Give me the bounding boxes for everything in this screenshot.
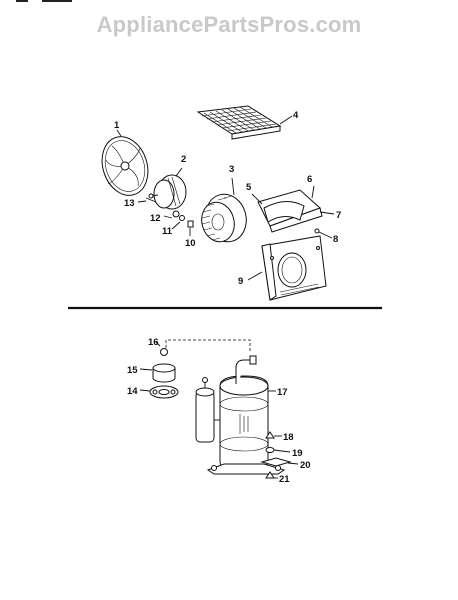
part-1-fan-blade — [101, 129, 149, 196]
part-2-fan-motor — [149, 167, 187, 210]
callout-16: 16 — [148, 337, 159, 348]
callout-labels: 1 2 3 4 5 6 7 8 9 10 11 12 13 16 15 14 1… — [114, 110, 341, 485]
compressor-base — [206, 463, 286, 475]
site-watermark: AppliancePartsPros.com — [96, 12, 362, 37]
part-17-compressor — [219, 355, 276, 471]
callout-20: 20 — [300, 460, 311, 471]
top-edge-mark — [42, 0, 72, 2]
callout-7: 7 — [336, 210, 341, 221]
callout-11: 11 — [162, 226, 173, 237]
callout-4: 4 — [293, 110, 299, 121]
callout-13: 13 — [124, 198, 135, 209]
callout-8: 8 — [333, 234, 338, 245]
top-edge-mark — [16, 0, 28, 2]
part-8-screw — [314, 228, 333, 239]
callout-9: 9 — [238, 276, 243, 287]
callout-3: 3 — [229, 164, 234, 175]
part-9-blower-housing — [247, 235, 327, 301]
callout-15: 15 — [127, 365, 138, 376]
callout-19: 19 — [292, 448, 303, 459]
callout-17: 17 — [277, 387, 288, 398]
callout-12: 12 — [150, 213, 161, 224]
callout-2: 2 — [181, 154, 186, 165]
part-16-grommet — [155, 339, 251, 356]
callout-18: 18 — [283, 432, 294, 443]
part-5-6-7-bracket — [251, 185, 335, 233]
callout-21: 21 — [279, 474, 290, 485]
callout-14: 14 — [127, 386, 138, 397]
callout-10: 10 — [185, 238, 196, 249]
part-4-grille — [196, 105, 293, 140]
callout-5: 5 — [246, 182, 252, 193]
hardware-10-13 — [137, 193, 194, 236]
mounting-hardware-18-21 — [260, 431, 299, 479]
part-14-gasket — [139, 385, 179, 399]
accumulator — [195, 377, 222, 443]
part-3-blower-wheel — [201, 177, 247, 243]
callout-1: 1 — [114, 120, 120, 131]
part-15-cap — [139, 363, 176, 383]
callout-6: 6 — [307, 174, 312, 185]
